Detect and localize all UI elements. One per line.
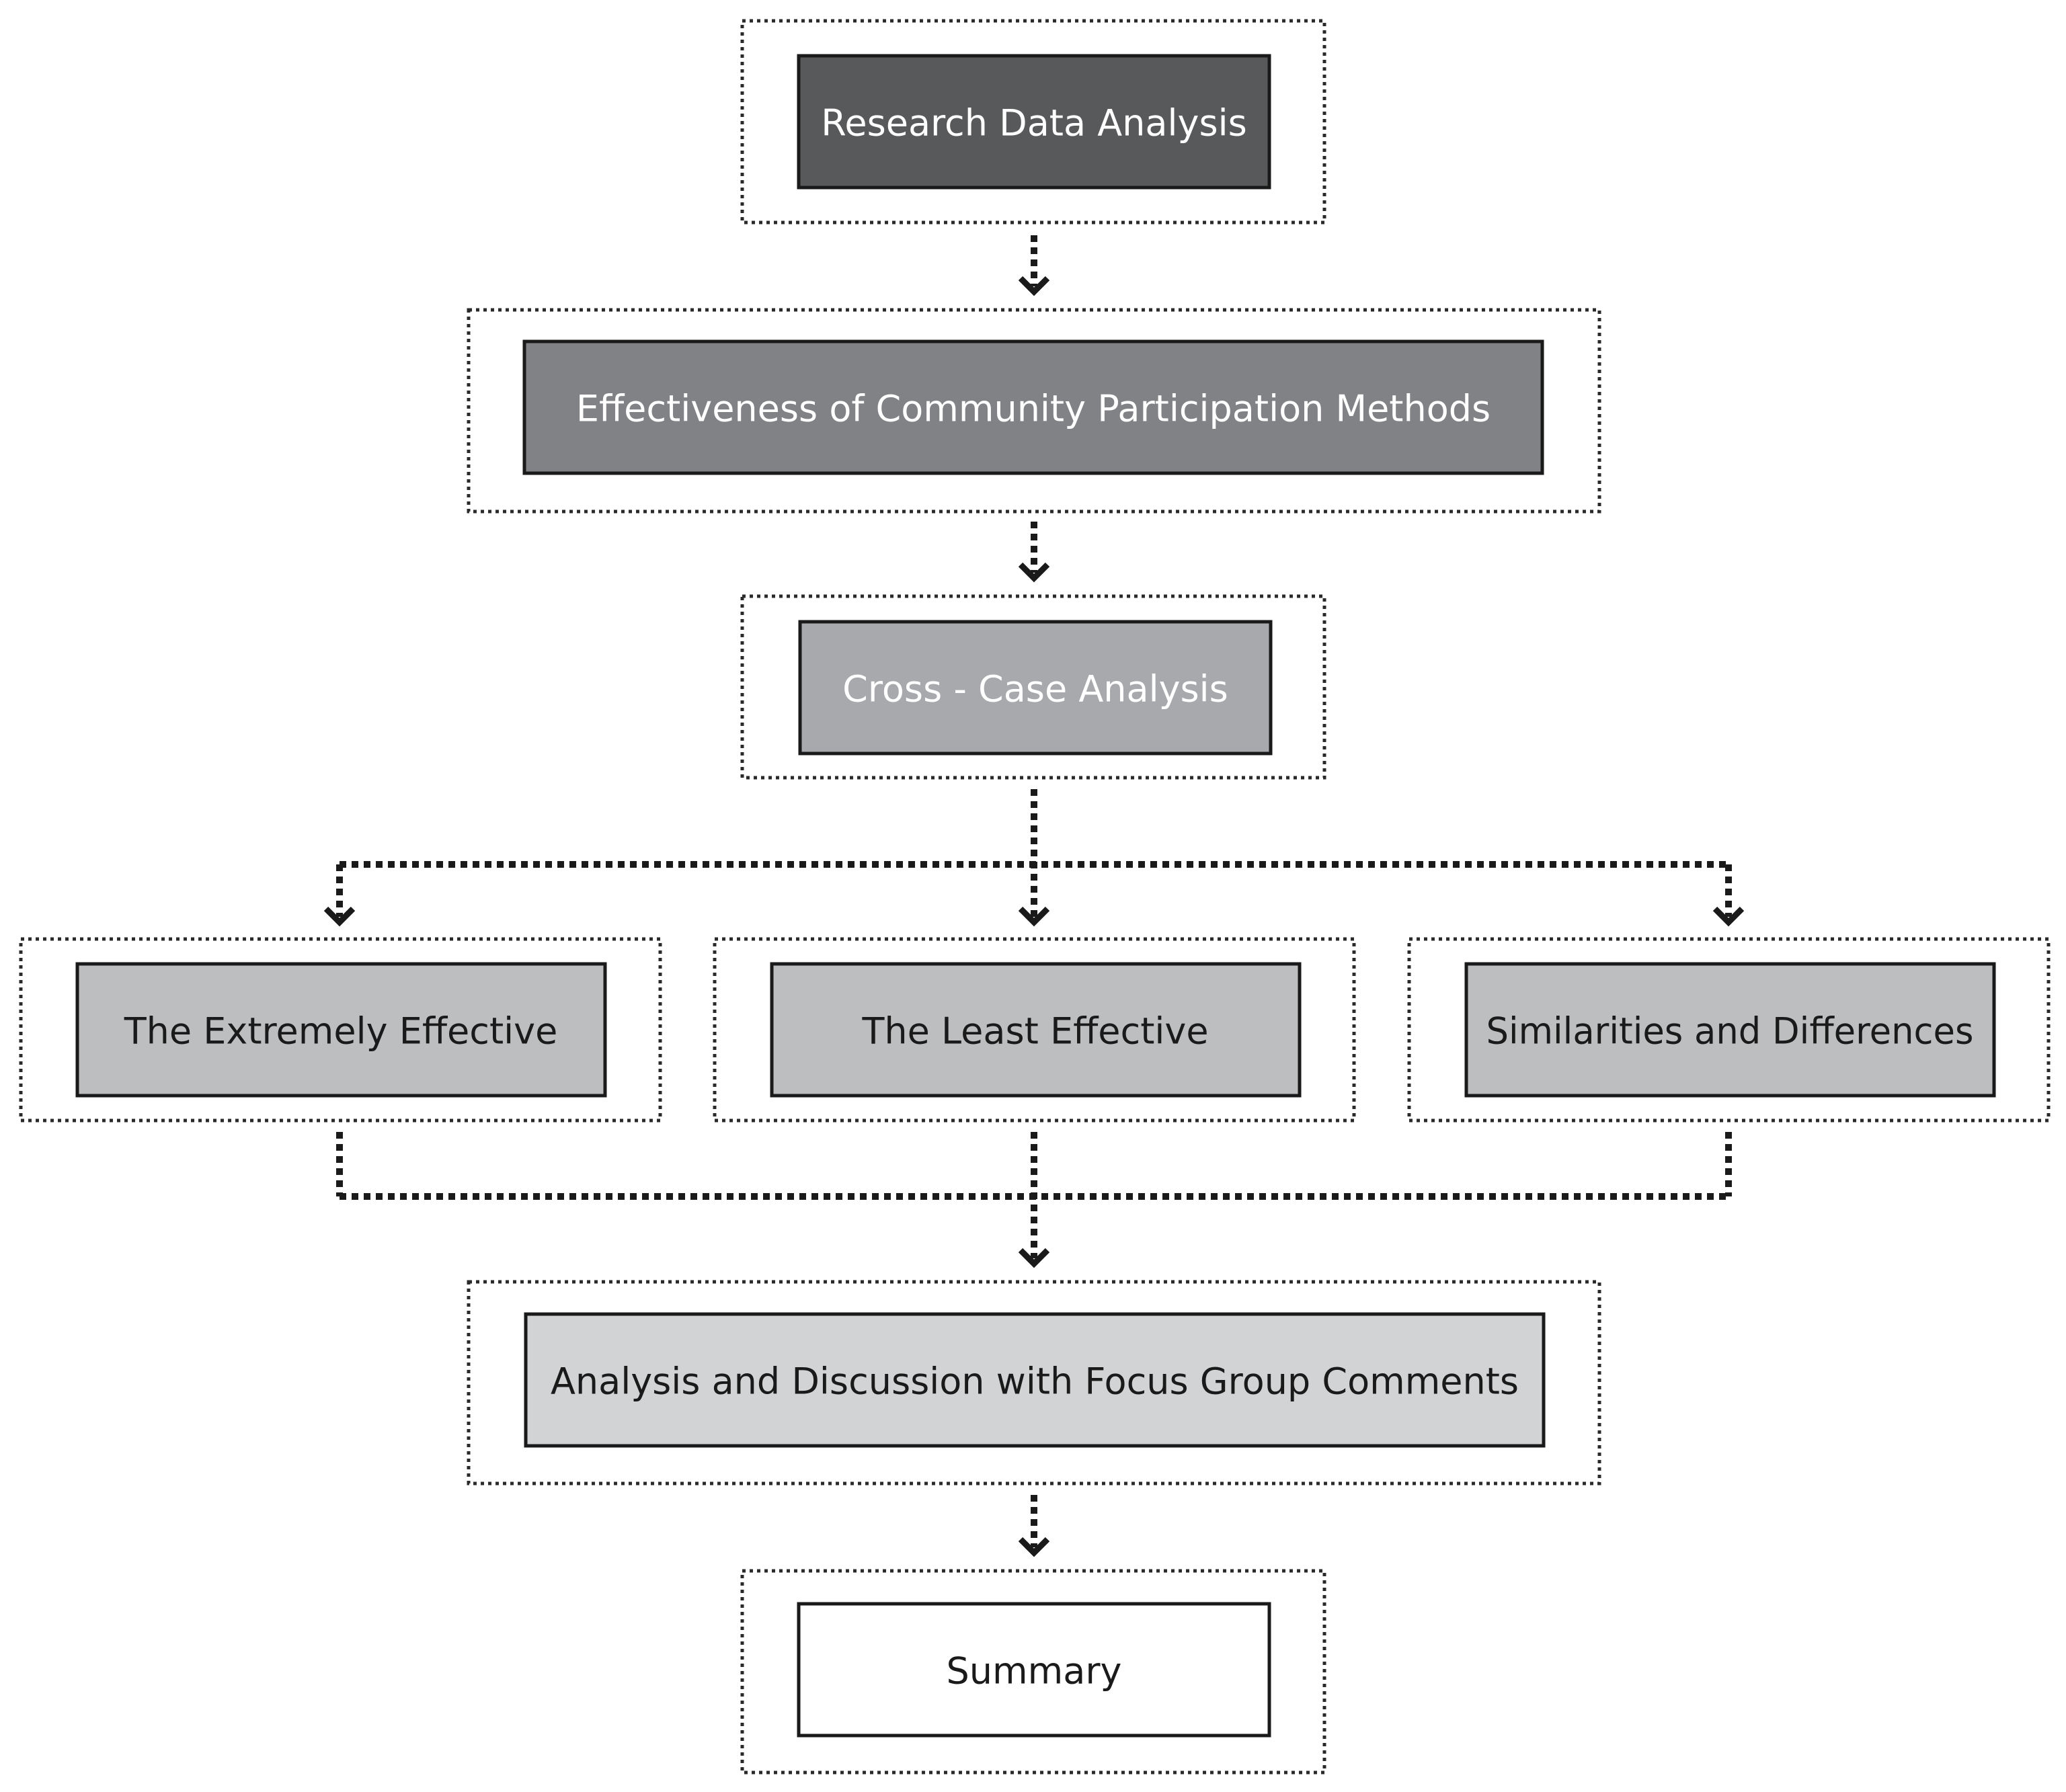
- edge-cross-case-analysis-to-the-least-effective: [1018, 906, 1050, 927]
- node-label-analysis-and-discussion-with-focus-group-comments: Analysis and Discussion with Focus Group…: [551, 1360, 1519, 1403]
- node-research-data-analysis: [797, 54, 1271, 190]
- edge-cross-case-analysis-to-the-extremely-effective: [323, 906, 356, 927]
- node-label-similarities-and-differences: Similarities and Differences: [1486, 1010, 1974, 1053]
- node-frame-the-least-effective: [713, 937, 1356, 1123]
- node-summary: [797, 1602, 1271, 1738]
- node-label-research-data-analysis: Research Data Analysis: [821, 102, 1246, 145]
- edge-effectiveness-of-community-participation-methods-to-cross-case-analysis: [1018, 522, 1050, 583]
- node-frame-the-extremely-effective: [19, 937, 662, 1123]
- edge-analysis-and-discussion-with-focus-group-comments-to-summary: [1018, 1495, 1050, 1557]
- node-label-cross-case-analysis: Cross - Case Analysis: [842, 668, 1228, 710]
- node-label-the-extremely-effective: The Extremely Effective: [124, 1010, 558, 1053]
- edge-cross-case-analysis-to-similarities-and-differences: [1712, 906, 1745, 927]
- edge-cross-case-analysis-to-branches: [336, 789, 1732, 917]
- node-analysis-and-discussion-with-focus-group-comments: [524, 1312, 1546, 1448]
- node-frame-summary: [740, 1569, 1326, 1775]
- node-frame-similarities-and-differences: [1407, 937, 2051, 1123]
- node-label-the-least-effective: The Least Effective: [861, 1010, 1208, 1053]
- node-the-least-effective: [770, 962, 1302, 1098]
- edge-branches-to-analysis-and-discussion-with-focus-group-comments: [336, 1132, 1732, 1268]
- node-frame-effectiveness-of-community-participation-methods: [467, 308, 1601, 514]
- node-similarities-and-differences: [1464, 962, 1996, 1098]
- node-frame-analysis-and-discussion-with-focus-group-comments: [467, 1280, 1601, 1485]
- node-frame-research-data-analysis: [740, 19, 1326, 225]
- edge-research-data-analysis-to-effectiveness-of-community-participation-methods: [1018, 235, 1050, 296]
- node-label-effectiveness-of-community-participation-methods: Effectiveness of Community Participation…: [576, 388, 1491, 430]
- node-frame-cross-case-analysis: [740, 594, 1326, 780]
- node-label-summary: Summary: [947, 1650, 1122, 1693]
- node-effectiveness-of-community-participation-methods: [522, 339, 1544, 475]
- node-cross-case-analysis: [798, 620, 1273, 756]
- node-the-extremely-effective: [75, 962, 607, 1098]
